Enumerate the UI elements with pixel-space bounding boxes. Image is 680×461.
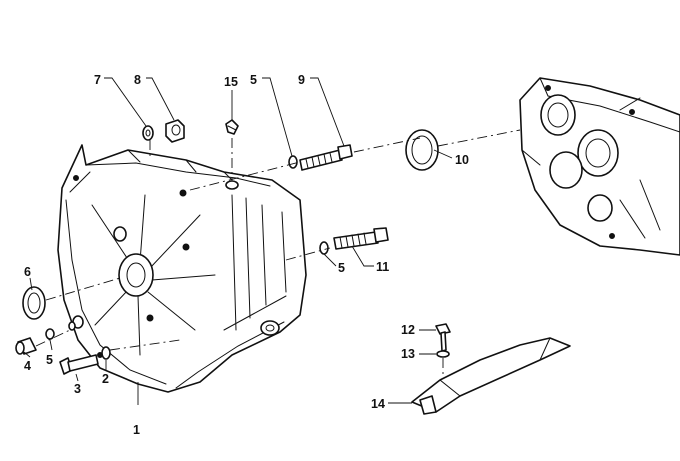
callout-15: 15 <box>224 75 238 89</box>
washer-5-bottom[interactable] <box>68 321 76 331</box>
callout-5-right: 5 <box>338 261 345 275</box>
shaft-seal-6[interactable] <box>22 286 46 320</box>
washer-13[interactable] <box>436 350 450 358</box>
washer-2[interactable] <box>101 346 111 360</box>
callout-9: 9 <box>298 73 305 87</box>
seal-ring[interactable] <box>405 129 439 171</box>
bolt-9[interactable] <box>299 144 353 171</box>
bolt-11[interactable] <box>333 227 389 250</box>
washer-5-top[interactable] <box>288 155 298 169</box>
callout-13: 13 <box>401 347 415 361</box>
callout-2: 2 <box>102 372 109 386</box>
transmission-housing[interactable] <box>57 144 307 393</box>
callout-12: 12 <box>401 323 415 337</box>
clip-15[interactable] <box>225 119 239 135</box>
callout-14: 14 <box>371 397 385 411</box>
washer-7[interactable] <box>142 125 154 141</box>
callout-4: 4 <box>24 359 31 373</box>
washer-5-left[interactable] <box>45 328 55 340</box>
bracket-14[interactable] <box>411 337 571 415</box>
callout-1: 1 <box>133 423 140 437</box>
callout-10: 10 <box>455 153 469 167</box>
callout-6: 6 <box>24 265 31 279</box>
bolt-3[interactable] <box>59 354 99 375</box>
callout-5-left: 5 <box>46 353 53 367</box>
assembly-axes <box>35 129 521 376</box>
nut-8[interactable] <box>165 119 185 143</box>
rear-housing-section[interactable] <box>519 77 680 256</box>
bolt-12[interactable] <box>435 323 451 352</box>
leader-lines <box>23 77 453 405</box>
callout-3: 3 <box>74 382 81 396</box>
callout-11: 11 <box>376 260 389 274</box>
callout-7: 7 <box>94 73 101 87</box>
washer-5-right[interactable] <box>319 241 329 255</box>
callout-8: 8 <box>134 73 141 87</box>
callout-labels: 1 2 3 4 5 5 5 6 7 8 9 10 11 12 13 14 15 <box>24 73 469 437</box>
plug-4[interactable] <box>15 337 37 355</box>
callout-5-top: 5 <box>250 73 257 87</box>
